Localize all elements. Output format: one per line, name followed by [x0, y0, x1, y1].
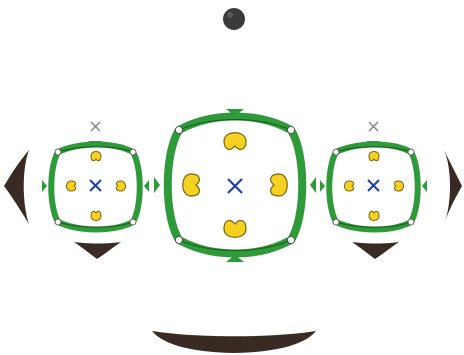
bean-icon — [224, 133, 246, 150]
right-side-wedge — [444, 150, 462, 224]
bottom-wedge-left — [74, 242, 121, 259]
left-side-wedge — [4, 150, 29, 224]
x-mark-icon — [90, 180, 101, 191]
bean-icon — [91, 211, 101, 220]
bean-icon — [369, 211, 379, 220]
ring-left[interactable] — [42, 122, 149, 259]
bean-icon — [91, 152, 101, 161]
bean-icon — [67, 181, 76, 191]
gray-x-marker-right — [369, 122, 378, 131]
x-mark-icon — [228, 179, 242, 193]
bean-icon — [116, 181, 125, 191]
bean-icon — [345, 181, 354, 191]
x-mark-icon — [368, 180, 379, 191]
gray-x-marker-left — [91, 122, 100, 131]
bean-icon — [394, 181, 403, 191]
bean-icon — [271, 174, 288, 196]
bottom-wedge-right — [352, 242, 399, 259]
bean-icon — [369, 152, 379, 161]
bean-icon — [224, 221, 246, 238]
dark-ball-icon — [223, 8, 245, 30]
bottom-arc — [152, 331, 316, 353]
ring-right[interactable] — [320, 122, 427, 259]
ring-center[interactable] — [154, 109, 316, 262]
bean-icon — [183, 174, 200, 196]
